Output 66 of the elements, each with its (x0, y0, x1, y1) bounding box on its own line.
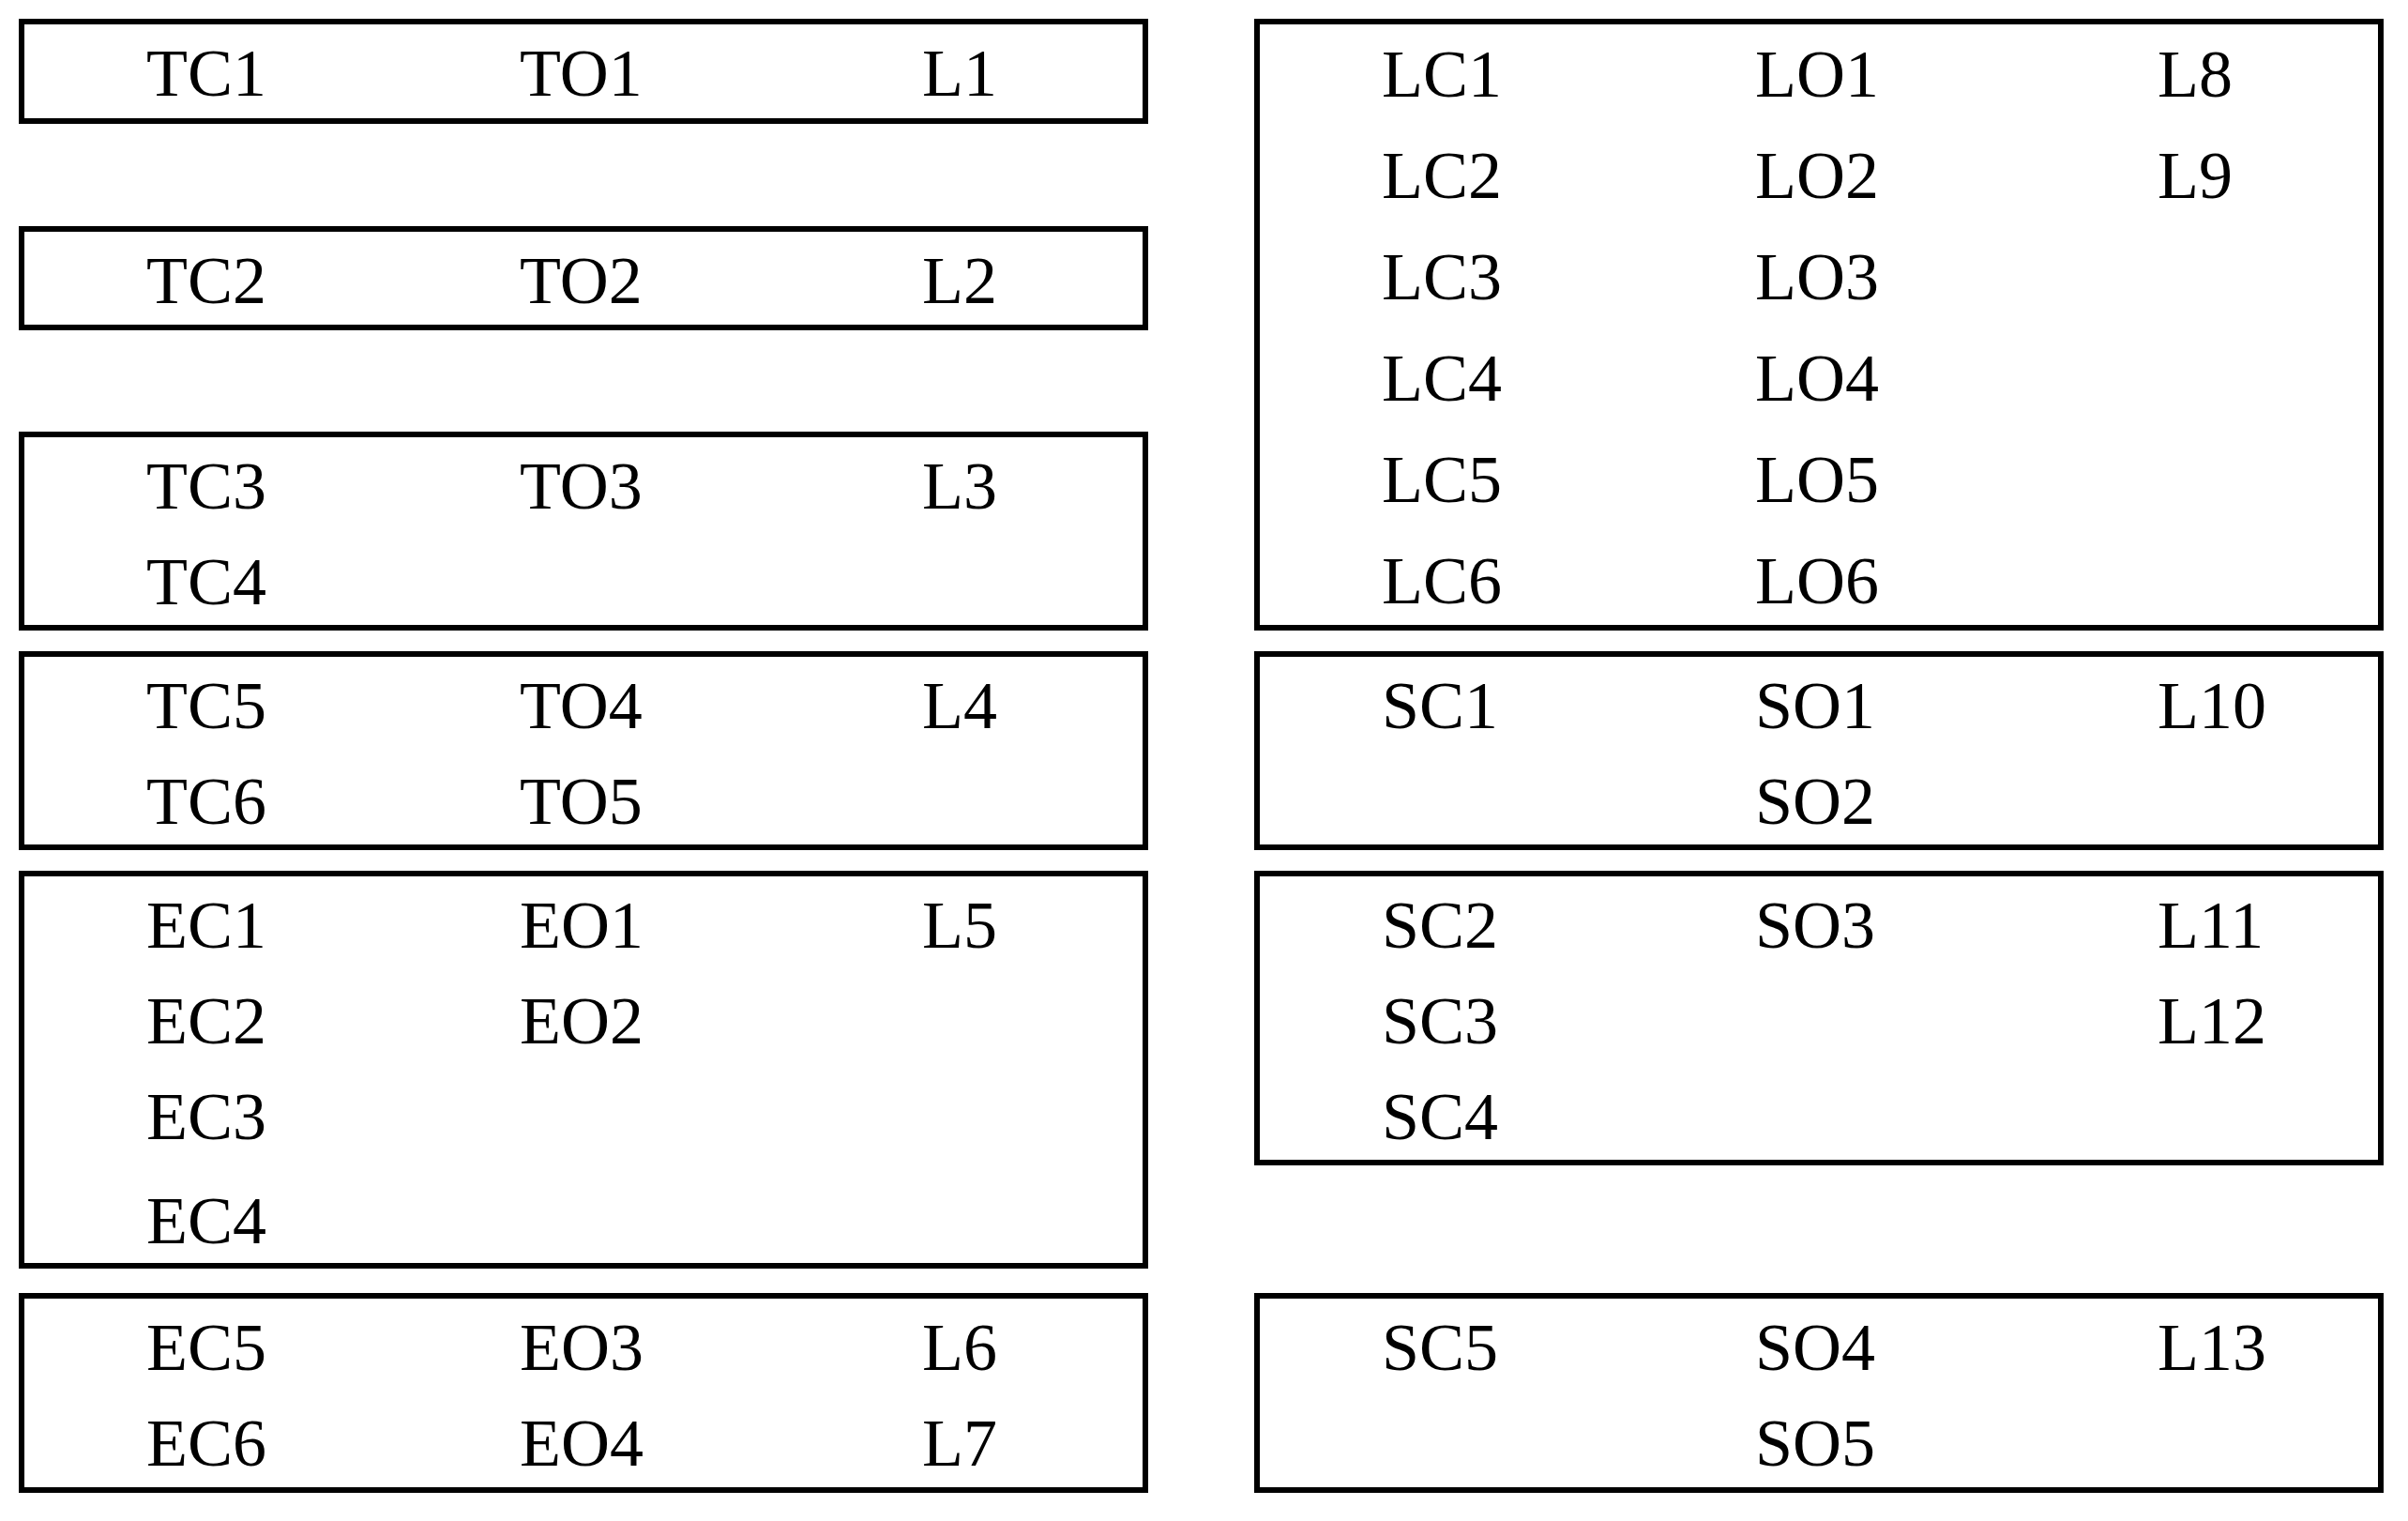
group-box (19, 432, 1148, 631)
item-label: SO4 (1755, 1314, 1876, 1381)
item-label: TO3 (520, 452, 643, 520)
item-label: SO2 (1755, 768, 1876, 835)
item-label: LO3 (1755, 243, 1879, 311)
group-box (19, 651, 1148, 850)
item-label: SO5 (1755, 1409, 1876, 1477)
item-label: L1 (922, 39, 997, 107)
group-box (1254, 871, 2384, 1165)
group-box (19, 1293, 1148, 1493)
item-label: L12 (2158, 987, 2266, 1055)
item-label: EO2 (520, 987, 644, 1055)
item-label: TC1 (146, 39, 266, 107)
item-label: EO3 (520, 1314, 644, 1381)
item-label: L8 (2158, 40, 2233, 108)
item-label: SC2 (1382, 891, 1499, 959)
item-label: LC4 (1382, 344, 1502, 412)
item-label: LC3 (1382, 243, 1502, 311)
item-label: EC6 (146, 1409, 266, 1477)
item-label: TO4 (520, 672, 643, 739)
item-label: EC5 (146, 1314, 266, 1381)
group-box (19, 871, 1148, 1269)
group-box (1254, 1293, 2384, 1493)
item-label: EC4 (146, 1187, 266, 1255)
item-label: SC1 (1382, 672, 1499, 739)
item-label: EO4 (520, 1409, 644, 1477)
item-label: TO2 (520, 247, 643, 314)
item-label: L6 (922, 1314, 997, 1381)
item-label: TC3 (146, 452, 266, 520)
item-label: L4 (922, 672, 997, 739)
group-box (1254, 651, 2384, 850)
group-box (19, 226, 1148, 330)
item-label: L7 (922, 1409, 997, 1477)
item-label: SO3 (1755, 891, 1876, 959)
item-label: LO2 (1755, 142, 1879, 209)
item-label: LO4 (1755, 344, 1879, 412)
item-label: L3 (922, 452, 997, 520)
item-label: SC4 (1382, 1083, 1499, 1150)
item-label: TC6 (146, 768, 266, 835)
item-label: TC4 (146, 548, 266, 616)
item-label: EO1 (520, 891, 644, 959)
item-label: SC5 (1382, 1314, 1499, 1381)
item-label: LO5 (1755, 446, 1879, 513)
item-label: LC1 (1382, 40, 1502, 108)
group-box (19, 19, 1148, 124)
item-label: L11 (2158, 891, 2264, 959)
item-label: L9 (2158, 142, 2233, 209)
item-label: L5 (922, 891, 997, 959)
item-label: LC2 (1382, 142, 1502, 209)
item-label: TC2 (146, 247, 266, 314)
item-label: TO1 (520, 39, 643, 107)
item-label: LO1 (1755, 40, 1879, 108)
item-label: LC6 (1382, 547, 1502, 615)
item-label: L2 (922, 247, 997, 314)
item-label: TO5 (520, 768, 643, 835)
item-label: L13 (2158, 1314, 2266, 1381)
item-label: EC2 (146, 987, 266, 1055)
item-label: L10 (2158, 672, 2266, 739)
item-label: SO1 (1755, 672, 1876, 739)
item-label: LO6 (1755, 547, 1879, 615)
group-box (1254, 19, 2384, 631)
item-label: EC1 (146, 891, 266, 959)
item-label: LC5 (1382, 446, 1502, 513)
item-label: EC3 (146, 1083, 266, 1150)
item-label: TC5 (146, 672, 266, 739)
item-label: SC3 (1382, 987, 1499, 1055)
